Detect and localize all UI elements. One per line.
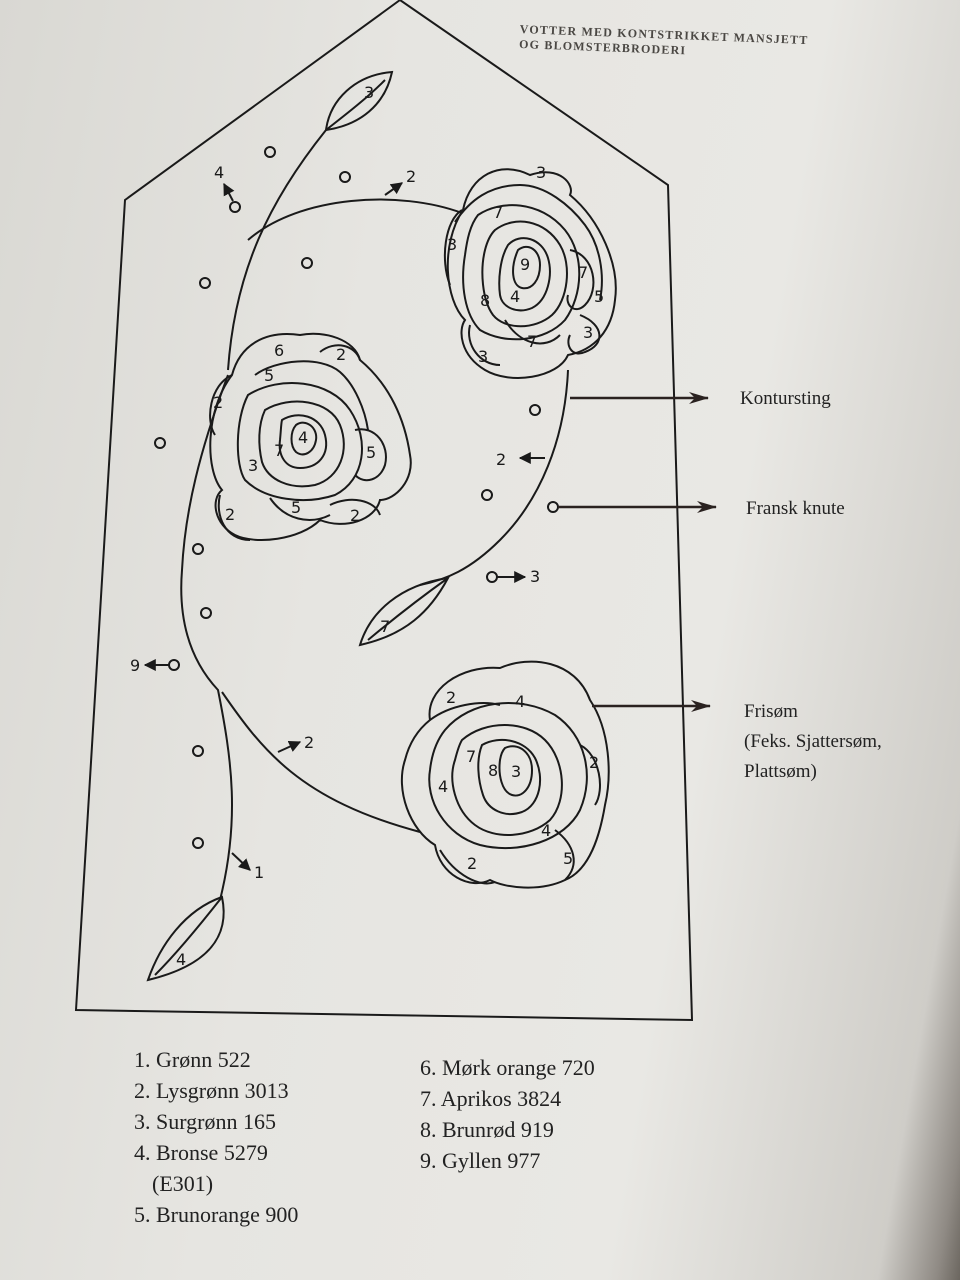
arrow-knot — [486, 571, 527, 583]
arrow-top-left — [223, 182, 241, 213]
arrow-bottom — [231, 852, 251, 871]
legend-item: 9. Gyllen 977 — [420, 1148, 541, 1173]
label-frisom-line2: (Feks. Sjattersøm, — [744, 731, 882, 752]
num-arrow-top: 2 — [406, 167, 416, 186]
num-rose2: 5 — [291, 498, 301, 517]
rose-top-right — [443, 168, 617, 379]
legend-item: 8. Brunrød 919 — [420, 1117, 554, 1142]
num-rose1: 5 — [594, 287, 604, 306]
legend-item: 2. Lysgrønn 3013 — [134, 1078, 289, 1103]
legend-item: 1. Grønn 522 — [134, 1047, 251, 1072]
num-rose1: 3 — [478, 347, 488, 366]
arrow-lower — [277, 741, 302, 753]
num-arrow-bottom: 1 — [254, 863, 264, 882]
num-rose1: 7 — [527, 332, 537, 351]
stem-main — [227, 129, 327, 371]
num-rose1: 3 — [447, 235, 457, 254]
num-rose3: 5 — [563, 849, 573, 868]
num-rose3: 2 — [589, 753, 599, 772]
label-frisom-line3: Plattsøm) — [744, 761, 817, 782]
num-rose3: 8 — [488, 761, 498, 780]
num-rose2: 2 — [336, 345, 346, 364]
num-rose2: 4 — [298, 428, 308, 447]
num-arrow-left: 9 — [130, 656, 140, 675]
legend-item: (E301) — [152, 1171, 214, 1196]
num-rose3: 2 — [467, 854, 477, 873]
num-arrow-lower: 2 — [304, 733, 314, 752]
num-arrow-knot: 3 — [530, 567, 540, 586]
legend-item: 7. Aprikos 3824 — [420, 1086, 562, 1111]
label-kontursting: Kontursting — [740, 388, 831, 409]
french-knots — [154, 146, 541, 849]
arrow-left — [143, 659, 180, 671]
num-rose2: 5 — [366, 443, 376, 462]
num-rose2: 7 — [274, 441, 284, 460]
num-arrow-top-left: 4 — [214, 163, 224, 182]
stem-left — [180, 374, 233, 901]
num-rose1: 7 — [493, 203, 503, 222]
stem-right — [419, 369, 569, 586]
num-rose1: 8 — [480, 291, 490, 310]
legend-item: 4. Bronse 5279 — [134, 1140, 268, 1165]
legend-right: 6. Mørk orange 720 7. Aprikos 3824 8. Br… — [420, 1052, 595, 1176]
label-frisom-line1: Frisøm — [744, 701, 798, 722]
num-rose2: 2 — [225, 505, 235, 524]
num-rose3: 4 — [541, 821, 551, 840]
num-rose3: 4 — [515, 692, 525, 711]
legend-item: 6. Mørk orange 720 — [420, 1055, 595, 1080]
num-rose3: 4 — [438, 777, 448, 796]
num-rose2: 3 — [248, 456, 258, 475]
legend-left: 1. Grønn 522 2. Lysgrønn 3013 3. Surgrøn… — [134, 1044, 298, 1230]
num-rose1: 4 — [510, 287, 520, 306]
diagram-numbers: 3 4 2 2 3 9 2 1 7 4 3 7 3 9 4 8 7 5 3 7 … — [130, 83, 604, 969]
num-leaf-bottom: 4 — [176, 950, 186, 969]
rose-bottom-right — [400, 660, 610, 889]
label-frisom: Frisøm (Feks. Sjattersøm, Plattsøm) — [744, 697, 882, 787]
stem-lower — [221, 691, 421, 833]
num-leaf-top: 3 — [364, 83, 374, 102]
leaf-mid — [358, 576, 450, 647]
num-rose3: 2 — [446, 688, 456, 707]
rose-middle-left — [209, 332, 412, 541]
num-rose3: 7 — [466, 747, 476, 766]
num-rose2: 2 — [213, 393, 223, 412]
num-arrow-mid: 2 — [496, 450, 506, 469]
legend-item: 3. Surgrønn 165 — [134, 1109, 276, 1134]
legend-item: 5. Brunorange 900 — [134, 1202, 299, 1227]
pointer-french-knot — [547, 501, 717, 513]
mitten-outline — [74, 0, 694, 1022]
num-rose1: 9 — [520, 255, 530, 274]
num-leaf-mid: 7 — [380, 617, 390, 636]
leaf-top — [324, 70, 394, 132]
num-rose2: 2 — [350, 506, 360, 525]
label-fransk-knute: Fransk knute — [746, 498, 845, 519]
leaf-bottom — [146, 895, 225, 982]
num-rose1: 3 — [583, 323, 593, 342]
num-rose2: 6 — [274, 341, 284, 360]
stem-upper — [247, 198, 463, 241]
arrow-top — [384, 182, 403, 196]
num-rose1: 3 — [536, 163, 546, 182]
num-rose2: 5 — [264, 366, 274, 385]
num-rose1: 7 — [578, 263, 588, 282]
num-rose3: 3 — [511, 762, 521, 781]
